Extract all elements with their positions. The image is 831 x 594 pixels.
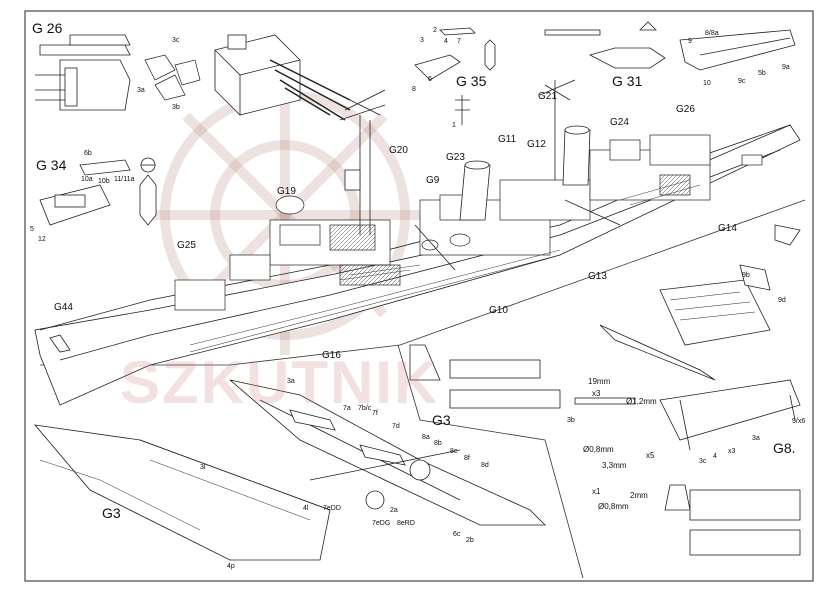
callout-g23: G23: [446, 152, 465, 163]
section-g3-detail: G3: [432, 412, 451, 428]
sheet-border: [24, 10, 814, 582]
part-label: 8b: [434, 440, 442, 447]
section-g3-main: G3: [102, 505, 121, 521]
callout-g10: G10: [489, 305, 508, 316]
part-label: 9a: [782, 64, 790, 71]
part-label: 7a: [343, 405, 351, 412]
part-label: 11/11a: [114, 176, 135, 183]
part-label: 12: [38, 236, 46, 243]
callout-g25: G25: [177, 240, 196, 251]
section-g8: G8.: [773, 440, 796, 456]
part-label: 1: [452, 122, 456, 129]
dimension-33mm: 3,3mm: [602, 461, 627, 470]
part-label: 3a: [137, 87, 145, 94]
part-label: 10a: [81, 176, 93, 183]
part-label: 3c: [172, 37, 180, 44]
callout-g12: G12: [527, 139, 546, 150]
callout-g20: G20: [389, 145, 408, 156]
part-label: 8a: [422, 434, 430, 441]
part-label: 10b: [98, 178, 110, 185]
g8-crane-parts: [409, 344, 801, 556]
part-label: 8: [412, 86, 416, 93]
section-g26: G 26: [32, 20, 63, 36]
callout-g24: G24: [610, 117, 629, 128]
divider-line-lower: [397, 344, 584, 579]
part-label: 9: [688, 38, 692, 45]
part-label: 8/8a: [705, 30, 719, 37]
funnels-masts: [339, 79, 621, 271]
dimension-d08: Ø0,8mm: [583, 445, 614, 454]
part-label: 8c: [450, 448, 458, 455]
g26-turret: [35, 34, 131, 111]
part-label: 3c: [699, 458, 707, 465]
part-label: 6: [428, 76, 432, 83]
part-label: 3b: [172, 104, 180, 111]
part-label: 4p: [227, 563, 235, 570]
part-label: 3: [420, 37, 424, 44]
dimension-19mm: 19mm: [588, 377, 611, 386]
dimension-d08b: Ø0,8mm: [598, 502, 629, 511]
part-label: 2: [433, 27, 437, 34]
part-label: 3a: [752, 435, 760, 442]
callout-g16: G16: [322, 350, 341, 361]
g26-small-parts: [144, 54, 201, 101]
part-label: 8d: [481, 462, 489, 469]
part-label: 4l: [303, 505, 309, 512]
callout-g44: G44: [54, 302, 73, 313]
part-label: 7: [457, 38, 461, 45]
g8-gantry-frames: [599, 224, 801, 451]
part-label: 6b: [84, 150, 92, 157]
dimension-d12: Ø1,2mm: [626, 397, 657, 406]
g3-hull-panel: [34, 424, 331, 561]
part-label: 7f: [372, 410, 378, 417]
part-label: 8f: [464, 455, 470, 462]
part-label: 3l: [200, 464, 206, 471]
part-label: 2b: [466, 537, 474, 544]
part-label: 7b/c: [358, 405, 372, 412]
part-label: x3: [728, 448, 736, 455]
dimension-x5: x5: [646, 451, 655, 460]
callout-g26b: G26: [676, 104, 695, 115]
dimension-x1: x1: [592, 487, 601, 496]
callout-g21: G21: [538, 91, 557, 102]
callout-g19: G19: [277, 186, 296, 197]
part-label: 3b: [567, 417, 575, 424]
part-label: 7d: [392, 423, 400, 430]
callout-g14: G14: [718, 223, 737, 234]
g3-propeller-assembly: [229, 379, 546, 526]
part-label: 4: [444, 38, 448, 45]
part-label: 9/x6: [792, 418, 806, 425]
callout-g9: G9: [426, 175, 440, 186]
part-label: 5b: [758, 70, 766, 77]
callout-g11: G11: [498, 134, 517, 145]
part-label: 3a: [287, 378, 295, 385]
part-label: 7eDD: [323, 505, 341, 512]
g31-boat: [544, 21, 796, 71]
railings: [189, 179, 701, 346]
section-g35: G 35: [456, 73, 487, 89]
part-label: 9b: [742, 272, 750, 279]
part-label: 9d: [778, 297, 786, 304]
part-label: 9c: [738, 78, 746, 85]
g26-turret-body: [214, 34, 351, 121]
dimension-x3: x3: [592, 389, 601, 398]
part-label: 2a: [390, 507, 398, 514]
section-g34: G 34: [36, 157, 67, 173]
part-label: 4: [713, 453, 717, 460]
callout-g13: G13: [588, 271, 607, 282]
g34-boat: [39, 157, 157, 226]
part-label: 5: [30, 226, 34, 233]
section-g31: G 31: [612, 73, 643, 89]
part-label: 8eRD: [397, 520, 415, 527]
watermark-text: SZKUTNIK: [120, 349, 440, 416]
part-label: 10: [703, 80, 711, 87]
g35-boats: [414, 27, 496, 125]
dimension-2mm: 2mm: [630, 491, 648, 500]
part-label: 7eDG: [372, 520, 391, 527]
part-label: 6c: [453, 531, 461, 538]
